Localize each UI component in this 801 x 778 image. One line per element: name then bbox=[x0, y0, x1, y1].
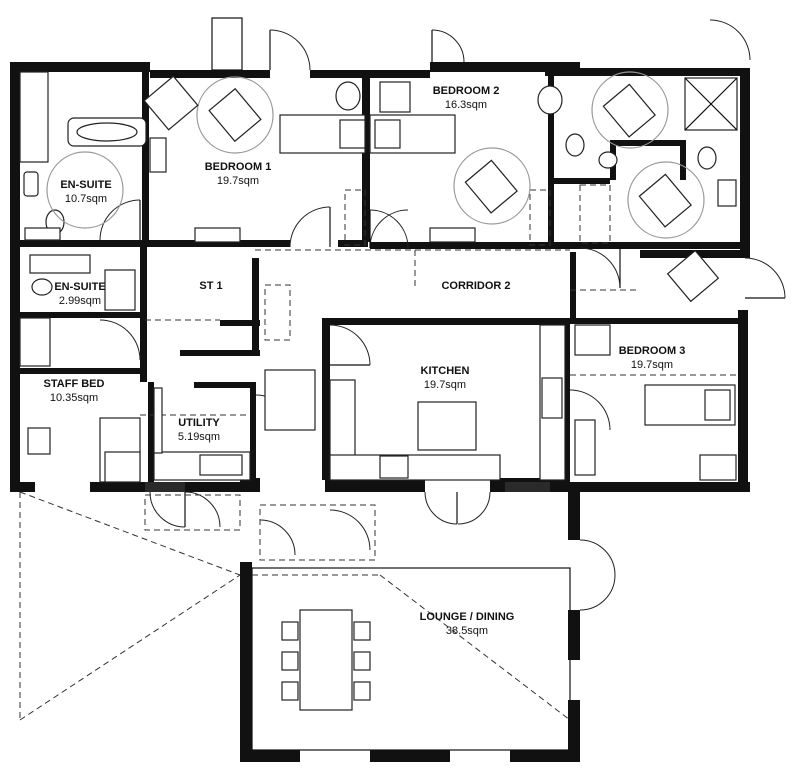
room-label-utility: UTILITY 5.19sqm bbox=[178, 416, 220, 444]
room-area: 38.5sqm bbox=[445, 625, 489, 637]
room-area: 19.7sqm bbox=[630, 359, 674, 371]
room-label-kitchen: KITCHEN 19.7sqm bbox=[421, 364, 470, 392]
room-name: EN-SUITE bbox=[54, 281, 106, 293]
room-label-bedroom-2: BEDROOM 2 16.3sqm bbox=[433, 84, 500, 112]
room-label-ensuite-1: EN-SUITE 10.7sqm bbox=[60, 178, 111, 206]
interior-walls bbox=[20, 72, 750, 482]
room-name: UTILITY bbox=[178, 417, 220, 429]
room-area: 2.99sqm bbox=[58, 295, 102, 307]
room-label-lounge-dining: LOUNGE / DINING 38.5sqm bbox=[420, 610, 515, 638]
room-area: 19.7sqm bbox=[423, 379, 467, 391]
room-area: 19.7sqm bbox=[216, 175, 260, 187]
room-name: EN-SUITE bbox=[60, 179, 112, 191]
room-label-st-1: ST 1 bbox=[199, 279, 222, 293]
room-name: BEDROOM 3 bbox=[618, 345, 686, 357]
room-label-bedroom-3: BEDROOM 3 19.7sqm bbox=[619, 344, 686, 372]
sink-icon bbox=[199, 454, 243, 476]
room-area: 10.35sqm bbox=[49, 392, 99, 404]
dashed-lines bbox=[140, 184, 738, 561]
sink-icon bbox=[541, 377, 563, 419]
room-name: LOUNGE / DINING bbox=[419, 611, 515, 623]
room-label-bedroom-1: BEDROOM 1 19.7sqm bbox=[205, 160, 272, 188]
room-label-staff-bed: STAFF BED 10.35sqm bbox=[44, 377, 105, 405]
doors bbox=[99, 19, 786, 611]
room-area: 16.3sqm bbox=[444, 99, 488, 111]
room-name: BEDROOM 2 bbox=[432, 85, 500, 97]
room-area: 5.19sqm bbox=[177, 431, 221, 443]
furniture bbox=[19, 71, 738, 711]
room-name: BEDROOM 1 bbox=[204, 161, 272, 173]
lounge-walls bbox=[19, 490, 580, 762]
room-name: STAFF BED bbox=[43, 378, 105, 390]
dining-table-icon bbox=[299, 609, 353, 711]
room-name: CORRIDOR 2 bbox=[441, 280, 511, 292]
kitchen-island-icon bbox=[417, 401, 477, 451]
turning-circle-icon bbox=[46, 151, 124, 229]
room-area: 10.7sqm bbox=[64, 193, 108, 205]
room-label-corridor-2: CORRIDOR 2 bbox=[441, 279, 510, 293]
hob-icon bbox=[379, 455, 409, 479]
room-label-ensuite-2: EN-SUITE 2.99sqm bbox=[54, 280, 105, 308]
room-name: KITCHEN bbox=[420, 365, 470, 377]
room-name: ST 1 bbox=[199, 280, 223, 292]
